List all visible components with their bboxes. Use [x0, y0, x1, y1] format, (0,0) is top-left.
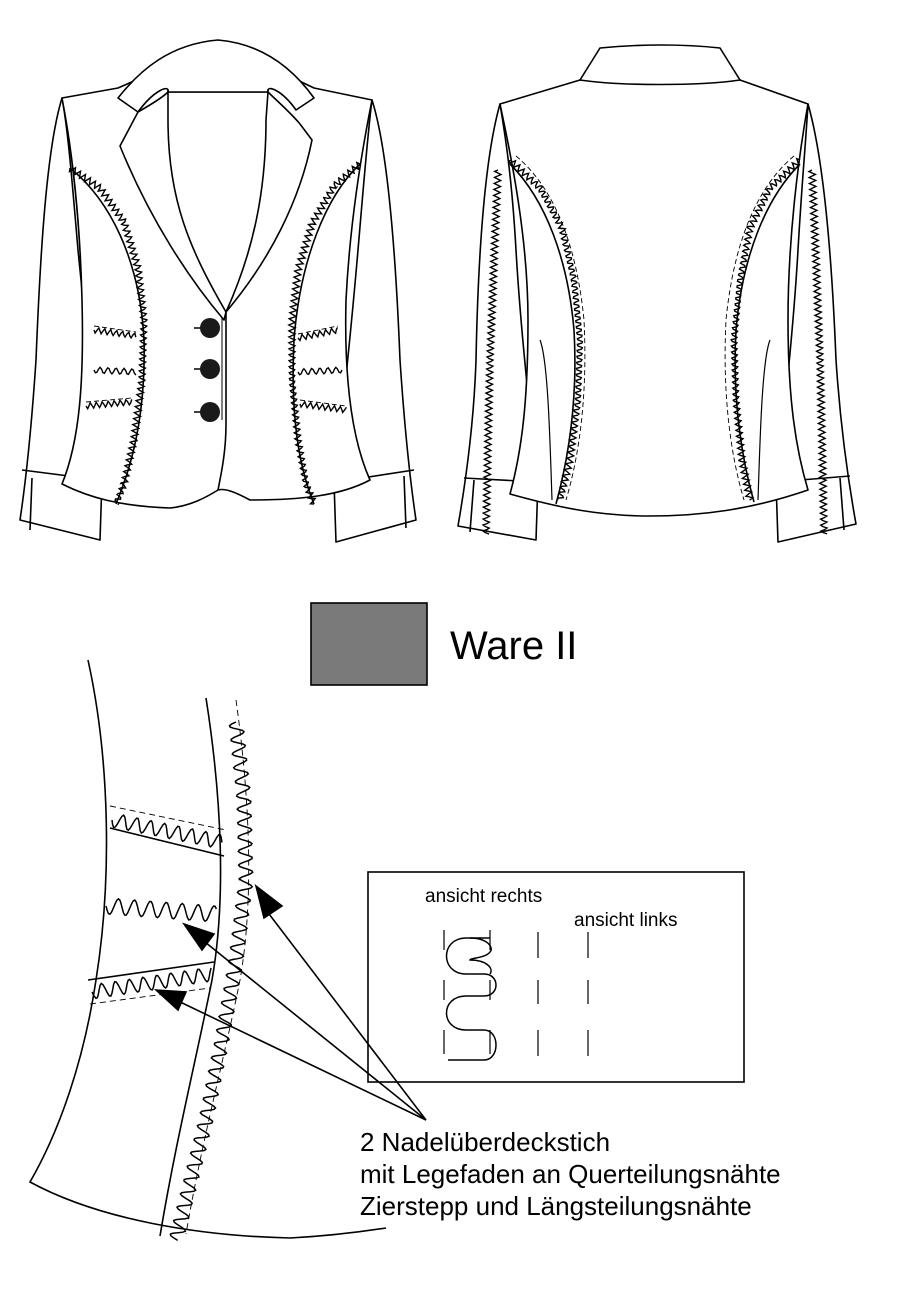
- front-left-cross-seam-2: [93, 366, 137, 376]
- jacket-front-view: [19, 39, 417, 543]
- arrow-to-middle-seam: [199, 937, 427, 1121]
- annotation-arrows: [153, 883, 427, 1121]
- front-left-cross-seam-1: [93, 326, 137, 340]
- detail-long-zigzag: [169, 721, 254, 1242]
- front-left-cross-seam-3: [85, 398, 133, 411]
- detail-overlock-stitching: [91, 721, 254, 1242]
- button-2: [200, 359, 220, 379]
- arrow-to-long-seam: [265, 909, 427, 1121]
- annotation-line-3: Zierstepp und Längsteilungsnähte: [360, 1191, 752, 1221]
- back-right-sleeve-zigzag: [807, 169, 829, 535]
- front-left-lapel: [119, 91, 227, 321]
- front-right-zigzag-seam: [287, 161, 361, 505]
- detail-cross-zigzag-upper: [111, 814, 223, 848]
- front-buttons: [194, 318, 220, 422]
- front-overlock-stitching: [68, 161, 361, 506]
- stitch-view-inset: [367, 871, 745, 1083]
- back-left-zigzag-seam: [507, 159, 584, 500]
- annotation-line-1: 2 Nadelüberdeckstich: [360, 1127, 611, 1157]
- front-right-lapel: [225, 91, 313, 313]
- seam-detail-enlargement: [28, 659, 387, 1239]
- back-body: [499, 79, 809, 517]
- inset-view-right-label: ansicht rechts: [425, 886, 543, 907]
- back-right-zigzag-seam: [730, 157, 801, 501]
- left-side-stitch-sample: [537, 932, 589, 1056]
- detail-princess-seam: [159, 697, 222, 1237]
- front-right-cross-seam-2: [297, 366, 343, 376]
- detail-cross-seam-lower: [87, 961, 215, 981]
- legend-swatch: [310, 602, 428, 686]
- legend-label: Ware II: [450, 624, 578, 668]
- button-1: [200, 318, 220, 338]
- back-overlock-stitching: [481, 155, 829, 535]
- arrow-to-lower-seam: [175, 999, 427, 1121]
- back-left-sleeve-zigzag: [481, 169, 503, 535]
- detail-cross-zigzag-middle: [105, 897, 218, 923]
- front-body: [61, 65, 373, 509]
- stitch-annotation: 2 Nadelüberdeckstich mit Legefaden an Qu…: [360, 1126, 781, 1222]
- back-left-sleeve: [457, 103, 539, 541]
- right-side-stitch-sample: [445, 937, 497, 1061]
- button-3: [200, 402, 220, 422]
- detail-side-seam: [28, 659, 387, 1239]
- inset-frame: [367, 871, 745, 1083]
- back-left-princess-seam: [509, 163, 576, 505]
- front-left-zigzag-seam: [68, 166, 149, 506]
- front-collar-stand: [117, 39, 315, 113]
- detail-cross-zigzag-lower: [91, 967, 212, 1000]
- front-right-cross-seam-3: [299, 400, 347, 414]
- jacket-back-view: [457, 44, 857, 543]
- annotation-line-2: mit Legefaden an Querteilungsnähte: [360, 1159, 781, 1189]
- back-collar: [579, 44, 741, 86]
- front-right-cross-seam-1: [297, 327, 339, 342]
- detail-cross-seam-upper: [109, 827, 225, 857]
- inset-view-left-label: ansicht links: [574, 910, 678, 931]
